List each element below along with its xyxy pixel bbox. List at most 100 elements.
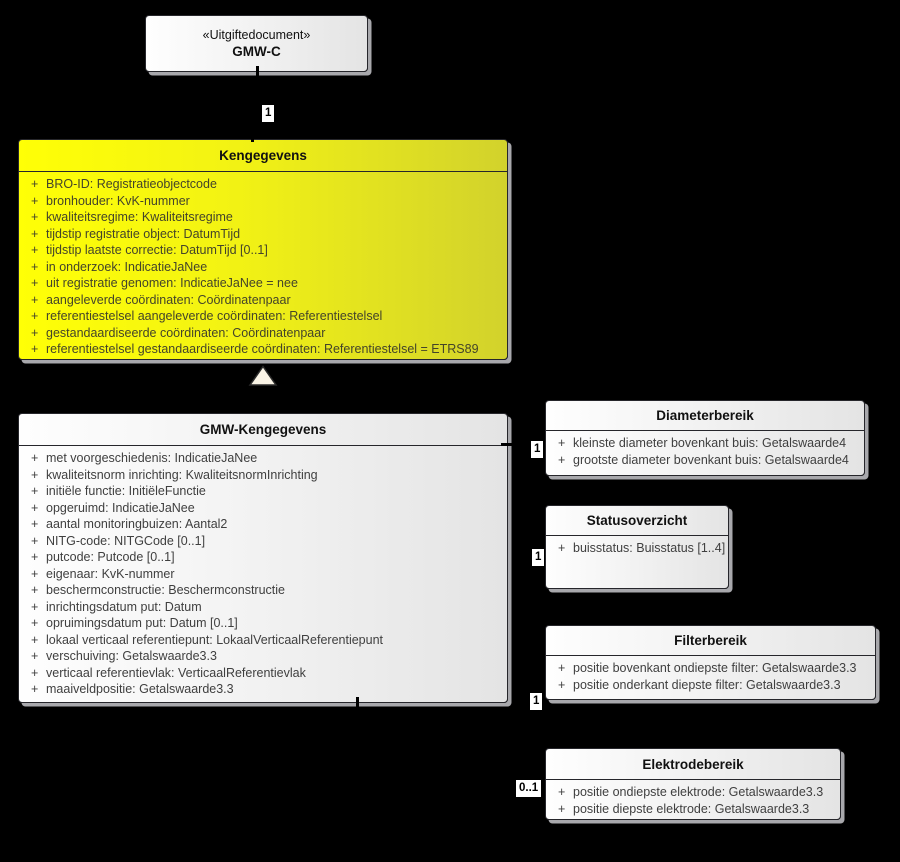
visibility-symbol: + [31, 210, 39, 224]
connector-stub [356, 697, 359, 711]
class-name: Statusoverzicht [546, 506, 728, 536]
attribute-text: positie onderkant diepste filter: Getals… [573, 677, 841, 692]
attribute-text: aantal monitoringbuizen: Aantal2 [46, 517, 228, 531]
attribute-text: uit registratie genomen: IndicatieJaNee … [46, 276, 298, 290]
attribute-text: eigenaar: KvK-nummer [46, 566, 175, 581]
visibility-symbol: + [31, 599, 39, 614]
attribute-text: aangeleverde coördinaten: Coördinatenpaa… [46, 292, 291, 307]
attribute-text: buisstatus: Buisstatus [1..4] [573, 541, 726, 555]
attribute-text: verschuiving: Getalswaarde3.3 [46, 649, 217, 663]
connector-stub [501, 443, 516, 446]
attribute-row: + eigenaar: KvK-nummer [19, 566, 507, 583]
attribute-list: + positie ondiepste elektrode: Getalswaa… [546, 780, 840, 817]
attribute-row: + inrichtingsdatum put: Datum [19, 599, 507, 616]
attribute-row: + tijdstip registratie object: DatumTijd [19, 226, 507, 243]
attribute-text: referentiestelsel aangeleverde coördinat… [46, 309, 383, 323]
attribute-row: + kwaliteitsregime: Kwaliteitsregime [19, 209, 507, 226]
class-stereotype: «Uitgiftedocument» [202, 28, 311, 42]
class-name: Filterbereik [546, 626, 875, 656]
attribute-text: initiële functie: InitiëleFunctie [46, 484, 206, 498]
attribute-list: + BRO-ID: Registratieobjectcode + bronho… [19, 172, 507, 358]
visibility-symbol: + [31, 533, 39, 548]
connector-stub [251, 131, 254, 142]
visibility-symbol: + [31, 309, 39, 323]
attribute-text: kwaliteitsnorm inrichting: Kwaliteitsnor… [46, 467, 318, 482]
attribute-text: NITG-code: NITGCode [0..1] [46, 533, 206, 548]
attribute-text: beschermconstructie: Beschermconstructie [46, 583, 285, 597]
class-name: GMW-C [232, 44, 281, 59]
attribute-list: + met voorgeschiedenis: IndicatieJaNee +… [19, 446, 507, 698]
attribute-row: + uit registratie genomen: IndicatieJaNe… [19, 275, 507, 292]
attribute-text: kwaliteitsregime: Kwaliteitsregime [46, 210, 233, 224]
attribute-row: + tijdstip laatste correctie: DatumTijd … [19, 242, 507, 259]
class-gmw-c: «Uitgiftedocument» GMW-C [145, 15, 368, 72]
attribute-text: in onderzoek: IndicatieJaNee [46, 259, 208, 274]
attribute-row: + in onderzoek: IndicatieJaNee [19, 259, 507, 276]
attribute-text: positie ondiepste elektrode: Getalswaard… [573, 785, 824, 799]
visibility-symbol: + [31, 276, 39, 290]
class-name: Elektrodebereik [546, 749, 840, 780]
attribute-row: + aantal monitoringbuizen: Aantal2 [19, 516, 507, 533]
attribute-text: grootste diameter bovenkant buis: Getals… [573, 452, 849, 467]
attribute-row: + positie ondiepste elektrode: Getalswaa… [546, 784, 840, 801]
visibility-symbol: + [31, 259, 39, 274]
class-filterbereik: Filterbereik + positie bovenkant ondieps… [545, 625, 876, 700]
attribute-row: + grootste diameter bovenkant buis: Geta… [546, 452, 864, 469]
attribute-row: + met voorgeschiedenis: IndicatieJaNee [19, 450, 507, 467]
attribute-row: + verschuiving: Getalswaarde3.3 [19, 648, 507, 665]
visibility-symbol: + [31, 566, 39, 581]
visibility-symbol: + [31, 665, 39, 680]
visibility-symbol: + [31, 682, 39, 696]
visibility-symbol: + [558, 801, 566, 816]
visibility-symbol: + [31, 243, 39, 257]
attribute-row: + initiële functie: InitiëleFunctie [19, 483, 507, 500]
attribute-row: + referentiestelsel gestandaardiseerde c… [19, 341, 507, 358]
class-elektrodebereik: Elektrodebereik + positie ondiepste elek… [545, 748, 841, 820]
attribute-row: + positie bovenkant ondiepste filter: Ge… [546, 660, 875, 677]
multiplicity-label: 1 [530, 693, 543, 710]
visibility-symbol: + [558, 452, 566, 467]
attribute-row: + opruimingsdatum put: Datum [0..1] [19, 615, 507, 632]
attribute-text: tijdstip laatste correctie: DatumTijd [0… [46, 243, 268, 257]
attribute-row: + NITG-code: NITGCode [0..1] [19, 533, 507, 550]
multiplicity-label: 1 [262, 105, 275, 122]
attribute-row: + positie onderkant diepste filter: Geta… [546, 677, 875, 694]
generalization-arrow-icon [248, 365, 278, 386]
attribute-list: + kleinste diameter bovenkant buis: Geta… [546, 431, 864, 468]
visibility-symbol: + [558, 436, 566, 450]
attribute-row: + opgeruimd: IndicatieJaNee [19, 500, 507, 517]
attribute-row: + lokaal verticaal referentiepunt: Lokaa… [19, 632, 507, 649]
visibility-symbol: + [31, 325, 39, 340]
visibility-symbol: + [558, 677, 566, 692]
visibility-symbol: + [31, 467, 39, 482]
attribute-text: verticaal referentievlak: VerticaalRefer… [46, 665, 306, 680]
attribute-row: + kleinste diameter bovenkant buis: Geta… [546, 435, 864, 452]
attribute-row: + aangeleverde coördinaten: Coördinatenp… [19, 292, 507, 309]
attribute-text: positie diepste elektrode: Getalswaarde3… [573, 801, 810, 816]
visibility-symbol: + [558, 541, 566, 555]
class-statusoverzicht: Statusoverzicht + buisstatus: Buisstatus… [545, 505, 729, 589]
multiplicity-label: 0..1 [516, 780, 542, 797]
class-name: GMW-Kengegevens [19, 414, 507, 446]
visibility-symbol: + [31, 500, 39, 515]
visibility-symbol: + [31, 616, 39, 630]
attribute-text: gestandaardiseerde coördinaten: Coördina… [46, 325, 326, 340]
multiplicity-label: 1 [531, 441, 544, 458]
attribute-text: BRO-ID: Registratieobjectcode [46, 177, 217, 191]
class-name: Diameterbereik [546, 401, 864, 431]
visibility-symbol: + [31, 193, 39, 208]
visibility-symbol: + [31, 342, 39, 356]
visibility-symbol: + [558, 661, 566, 675]
connector-stub [256, 66, 259, 79]
attribute-text: inrichtingsdatum put: Datum [46, 599, 202, 614]
attribute-row: + buisstatus: Buisstatus [1..4] [546, 540, 728, 557]
attribute-row: + positie diepste elektrode: Getalswaard… [546, 801, 840, 818]
visibility-symbol: + [31, 292, 39, 307]
attribute-list: + buisstatus: Buisstatus [1..4] [546, 536, 728, 557]
attribute-text: opgeruimd: IndicatieJaNee [46, 500, 195, 515]
attribute-row: + BRO-ID: Registratieobjectcode [19, 176, 507, 193]
class-name: Kengegevens [19, 140, 507, 172]
attribute-row: + kwaliteitsnorm inrichting: Kwaliteitsn… [19, 467, 507, 484]
visibility-symbol: + [31, 226, 39, 241]
